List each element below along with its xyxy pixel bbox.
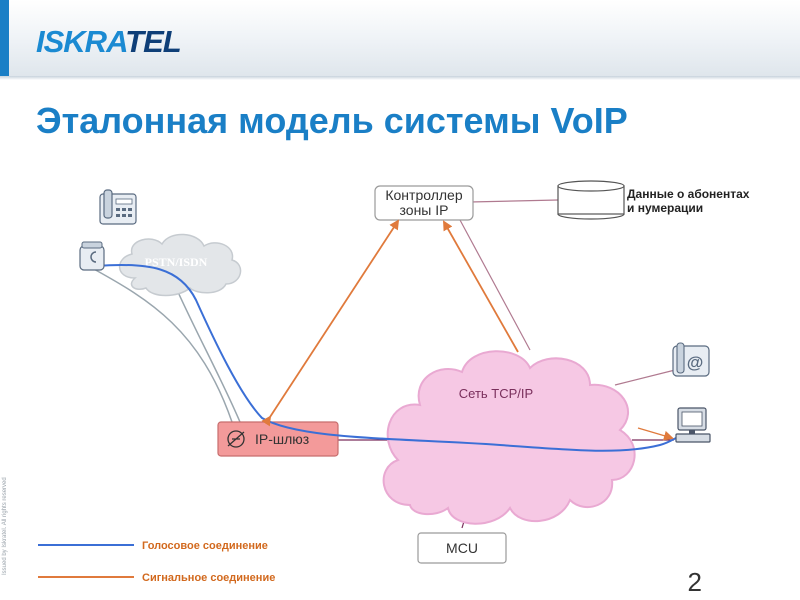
- legend-signal-label: Сигнальное соединение: [142, 572, 275, 584]
- zone-controller: Контроллер зоны IP: [374, 185, 474, 221]
- header-band: [0, 0, 800, 76]
- legend-voice-label: Голосовое соединение: [142, 540, 268, 552]
- slide-title: Эталонная модель системы VoIP: [36, 100, 628, 141]
- ip-gateway: IP-шлюз: [217, 421, 339, 457]
- iskratel-logo: ISKRATEL: [36, 24, 182, 59]
- header-divider: [0, 76, 800, 80]
- ip-phone-icon: @: [672, 342, 710, 377]
- gateway-label: IP-шлюз: [255, 431, 309, 447]
- signal-arrow-tcp-controller: [443, 220, 519, 353]
- accent-bar: [0, 0, 9, 76]
- controller-label-line-1: Контроллер: [385, 187, 462, 203]
- signal-arrow-gateway-controller: [261, 219, 400, 427]
- link-controller-database: [469, 199, 559, 203]
- mcu-label: MCU: [446, 540, 478, 556]
- link-controller-tcp: [459, 219, 531, 351]
- database-label-line-1: Данные о абонентах: [627, 187, 750, 201]
- page-number: 2: [687, 567, 702, 597]
- signal-arrow-tcp-computer: [637, 427, 674, 441]
- pstn-cloud: PSTN/ISDN: [118, 233, 242, 297]
- controller-label-line-2: зоны IP: [400, 202, 449, 218]
- tcp-cloud-label: Сеть TCP/IP: [459, 386, 533, 401]
- payphone-icon: [79, 241, 105, 271]
- voice-connection-line: [95, 263, 677, 452]
- link-tcp-ipphone: [614, 369, 676, 386]
- desk-phone-icon: [99, 189, 137, 225]
- tcp-ip-cloud: Сеть TCP/IP: [382, 350, 636, 525]
- gateway-icon: [227, 430, 245, 448]
- subscriber-database: Данные о абонентах и нумерации: [557, 180, 750, 220]
- database-label-line-2: и нумерации: [627, 201, 703, 215]
- logo-text-iskra: ISKRA: [36, 24, 126, 59]
- logo-text-tel: TEL: [125, 24, 182, 59]
- link-pstn-gateway: [177, 291, 241, 423]
- database-icon: [557, 180, 625, 220]
- plain-links: [91, 199, 676, 529]
- legend: Голосовое соединение Сигнальное соединен…: [38, 540, 275, 584]
- svg-text:@: @: [687, 353, 704, 372]
- mcu: MCU: [417, 532, 507, 564]
- computer-icon: [675, 407, 711, 443]
- pstn-cloud-label: PSTN/ISDN: [145, 255, 208, 269]
- link-payphone-gateway: [91, 267, 233, 423]
